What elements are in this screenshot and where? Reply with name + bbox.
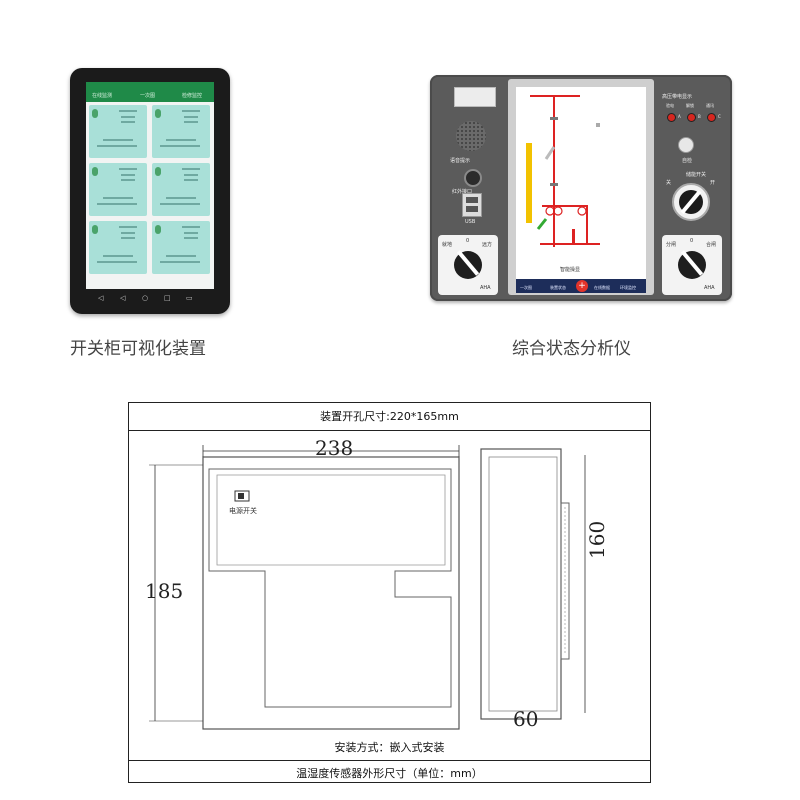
depth-dimension: 60 <box>513 707 539 731</box>
open-close-knob[interactable] <box>678 251 706 279</box>
led-title: 高压带电显示 <box>662 94 693 100</box>
knob-brand: AHA <box>704 285 715 291</box>
ir-port-icon <box>464 169 482 187</box>
knob-brand: AHA <box>480 285 491 291</box>
local-remote-knob-plate: 就地 0 远方 AHA <box>438 235 498 295</box>
ir-label: 红外接口 <box>452 189 473 195</box>
recent-apps-icon[interactable]: □ <box>164 294 171 302</box>
analyzer-caption: 综合状态分析仪 <box>512 339 631 359</box>
thermometer-icon <box>92 109 98 118</box>
bottom-tab-4[interactable]: 环境监控 <box>620 285 636 290</box>
home-icon[interactable]: ◁ <box>120 294 126 302</box>
switch-off-label: 关 <box>666 180 672 186</box>
panel-lcd: 智能操显 <box>516 87 646 279</box>
knob-center-label: 0 <box>466 238 470 244</box>
usb-port-icon[interactable] <box>462 193 482 217</box>
home-icon[interactable]: ○ <box>142 294 149 302</box>
tablet-device: 在线监测 一次图 检修监控 ◁ ◁ ○ □ ▭ <box>70 68 230 314</box>
tablet-nav-bar: ◁ ◁ ○ □ ▭ <box>86 293 214 303</box>
led-label-3: 通讯 <box>706 103 714 108</box>
tablet-card-grid <box>89 105 211 285</box>
usb-label: USB <box>465 219 476 225</box>
single-line-diagram <box>526 95 600 247</box>
keyboard-icon[interactable]: ▭ <box>186 294 193 302</box>
add-icon[interactable]: + <box>576 280 588 292</box>
local-remote-knob[interactable] <box>454 251 482 279</box>
voice-label: 语音提示 <box>450 158 471 164</box>
knob-right-label: 合闸 <box>706 242 717 248</box>
divider <box>129 430 650 431</box>
bottom-tab-2[interactable]: 装置状态 <box>550 285 566 290</box>
panel-bottom-bar: 一次图 装置状态 + 在线数据 环境监控 <box>516 279 646 293</box>
thermometer-icon <box>155 167 161 176</box>
tablet-tab-3[interactable]: 检修监控 <box>182 93 203 99</box>
width-dimension: 238 <box>315 436 354 460</box>
back-icon[interactable]: ◁ <box>98 294 104 302</box>
knob-center-label: 0 <box>690 238 694 244</box>
cutout-label: 装置开孔尺寸:220*165mm <box>320 410 459 423</box>
tablet-screen: 在线监测 一次图 检修监控 <box>86 82 214 289</box>
thermometer-icon <box>155 109 161 118</box>
tablet-app-bar: 在线监测 一次图 检修监控 <box>86 82 214 102</box>
side-height-dimension: 160 <box>585 520 609 559</box>
thermometer-icon <box>92 167 98 176</box>
knob-left-label: 就地 <box>442 242 453 248</box>
tablet-caption: 开关柜可视化装置 <box>70 339 206 359</box>
power-switch-label: 电源开关 <box>229 507 257 515</box>
phase-b: B <box>698 114 701 119</box>
knob-right-label: 远方 <box>482 242 493 248</box>
panel-window <box>454 87 496 107</box>
self-check-label: 自检 <box>682 158 693 164</box>
switch-on-label: 开 <box>710 180 716 186</box>
tablet-tab-2[interactable]: 一次图 <box>140 93 156 99</box>
sensor-card[interactable] <box>152 163 210 216</box>
storage-switch-label: 储能开关 <box>686 172 707 178</box>
led-label-2: 解锁 <box>686 103 694 108</box>
led-indicator-icon <box>667 113 676 122</box>
tablet-tab-bar: 在线监测 一次图 检修监控 <box>86 90 214 101</box>
phase-c: C <box>718 114 721 119</box>
sensor-card[interactable] <box>89 163 147 216</box>
sensor-card[interactable] <box>152 105 210 158</box>
speaker-icon <box>456 121 486 151</box>
led-label-1: 验电 <box>666 103 674 108</box>
divider <box>129 760 650 761</box>
screen-label: 智能操显 <box>560 267 581 273</box>
panel-display: 智能操显 一次图 装置状态 + 在线数据 环境监控 <box>508 79 654 295</box>
height-dimension: 185 <box>145 579 184 603</box>
footer-label: 温湿度传感器外形尺寸（单位：mm） <box>296 767 483 780</box>
tablet-tab-1[interactable]: 在线监测 <box>92 93 113 99</box>
self-check-button[interactable] <box>678 137 694 153</box>
led-indicator-icon <box>707 113 716 122</box>
thermometer-icon <box>155 225 161 234</box>
open-close-knob-plate: 分闸 0 合闸 AHA <box>662 235 722 295</box>
thermometer-icon <box>92 225 98 234</box>
sensor-card[interactable] <box>89 221 147 274</box>
phase-a: A <box>678 114 681 119</box>
dimension-drawing: 装置开孔尺寸:220*165mm 238 185 160 60 电源开关 安装方… <box>128 402 651 783</box>
storage-switch-knob[interactable] <box>672 183 710 221</box>
bottom-tab-3[interactable]: 在线数据 <box>594 285 610 290</box>
outline-drawing <box>149 445 586 730</box>
bottom-tab-1[interactable]: 一次图 <box>520 285 532 290</box>
led-indicator-icon <box>687 113 696 122</box>
sensor-card[interactable] <box>89 105 147 158</box>
analyzer-panel: 语音提示 红外接口 USB 就地 0 远方 AHA <box>430 75 732 301</box>
sensor-card[interactable] <box>152 221 210 274</box>
knob-left-label: 分闸 <box>666 242 677 248</box>
mount-label: 安装方式：嵌入式安装 <box>334 741 445 754</box>
